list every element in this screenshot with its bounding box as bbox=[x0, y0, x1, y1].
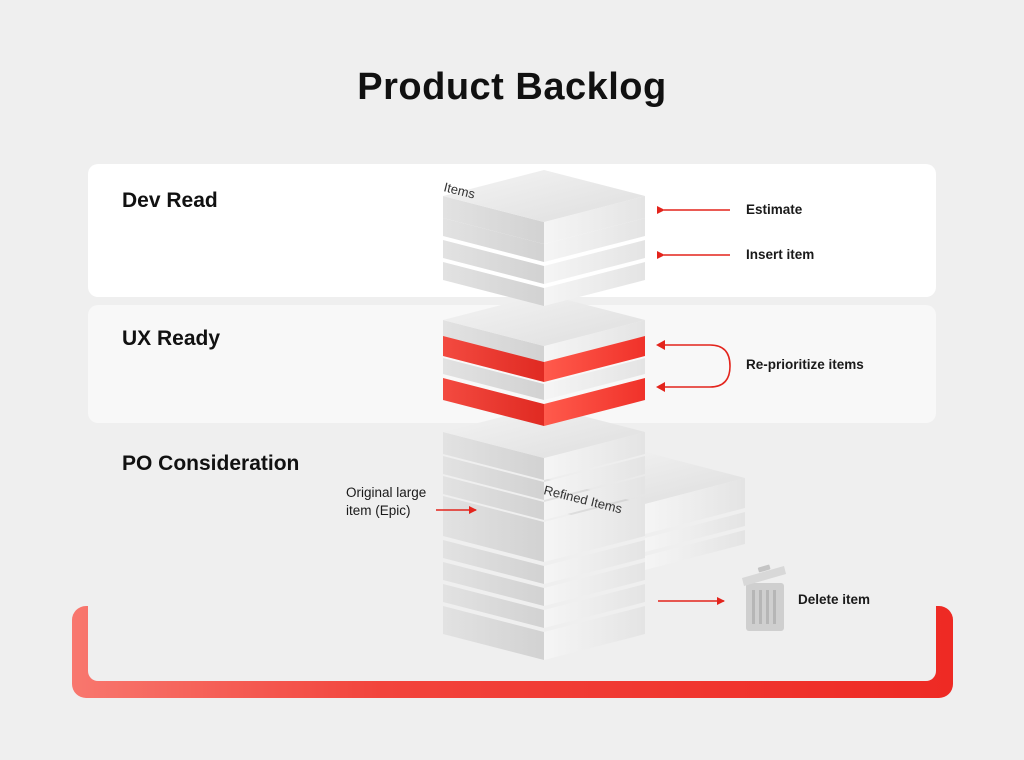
slab-top-left-face bbox=[443, 196, 544, 244]
slab-top-right-face bbox=[544, 196, 645, 244]
slab-right-face bbox=[544, 584, 645, 628]
annotation-original-epic: Original large item (Epic) bbox=[346, 485, 427, 518]
slab-top-top-face bbox=[443, 170, 645, 222]
slab-red-upper-left-face bbox=[443, 334, 544, 382]
section-label-dev-ready: Dev Read bbox=[122, 189, 218, 212]
slab-right-face bbox=[544, 358, 645, 400]
slab-left-face bbox=[443, 218, 544, 262]
curved-double-arrow-icon bbox=[656, 340, 731, 392]
slab-left-face bbox=[443, 262, 544, 306]
annotation-reprioritize: Re-prioritize items bbox=[746, 357, 864, 372]
slab-left-face bbox=[443, 562, 544, 606]
slab-red-upper-right-face bbox=[544, 334, 645, 382]
slab-right-face bbox=[544, 432, 645, 480]
slab-left-face bbox=[443, 432, 544, 480]
section-label-po-consideration: PO Consideration bbox=[122, 452, 300, 475]
annotation-estimate: Estimate bbox=[746, 202, 803, 217]
slab-right-face bbox=[544, 240, 645, 284]
slab-left-face bbox=[443, 476, 544, 520]
slab-right-face bbox=[544, 562, 645, 606]
slab-top-face bbox=[443, 406, 645, 458]
slab-top-face bbox=[443, 294, 645, 346]
section-label-ux-ready: UX Ready bbox=[122, 327, 221, 350]
slab-red-lower-left-face bbox=[443, 378, 544, 426]
slab-right-face bbox=[544, 320, 645, 362]
page-title: Product Backlog bbox=[357, 66, 667, 108]
slab-left-face bbox=[443, 540, 544, 584]
slab-right-face bbox=[544, 540, 645, 584]
slab-right-face bbox=[544, 476, 645, 520]
slab-left-face bbox=[443, 584, 544, 628]
annotation-delete-item: Delete item bbox=[798, 592, 871, 607]
annotation-insert-item: Insert item bbox=[746, 247, 815, 262]
slab-right-face bbox=[544, 262, 645, 306]
slab-right-face bbox=[544, 218, 645, 262]
slab-right-face bbox=[544, 456, 645, 500]
slab-epic-right-face bbox=[544, 496, 645, 562]
slab-red-lower-right-face bbox=[544, 378, 645, 426]
slab-epic-left-face bbox=[443, 496, 544, 562]
slab-right-face bbox=[544, 606, 645, 660]
slab-left-face bbox=[443, 320, 544, 362]
slab-left-face bbox=[443, 456, 544, 500]
slab-left-face bbox=[443, 240, 544, 284]
trash-can-icon bbox=[742, 564, 786, 631]
slab-left-face bbox=[443, 606, 544, 660]
slab-left-face bbox=[443, 358, 544, 400]
backlog-slab-stack bbox=[443, 170, 645, 660]
